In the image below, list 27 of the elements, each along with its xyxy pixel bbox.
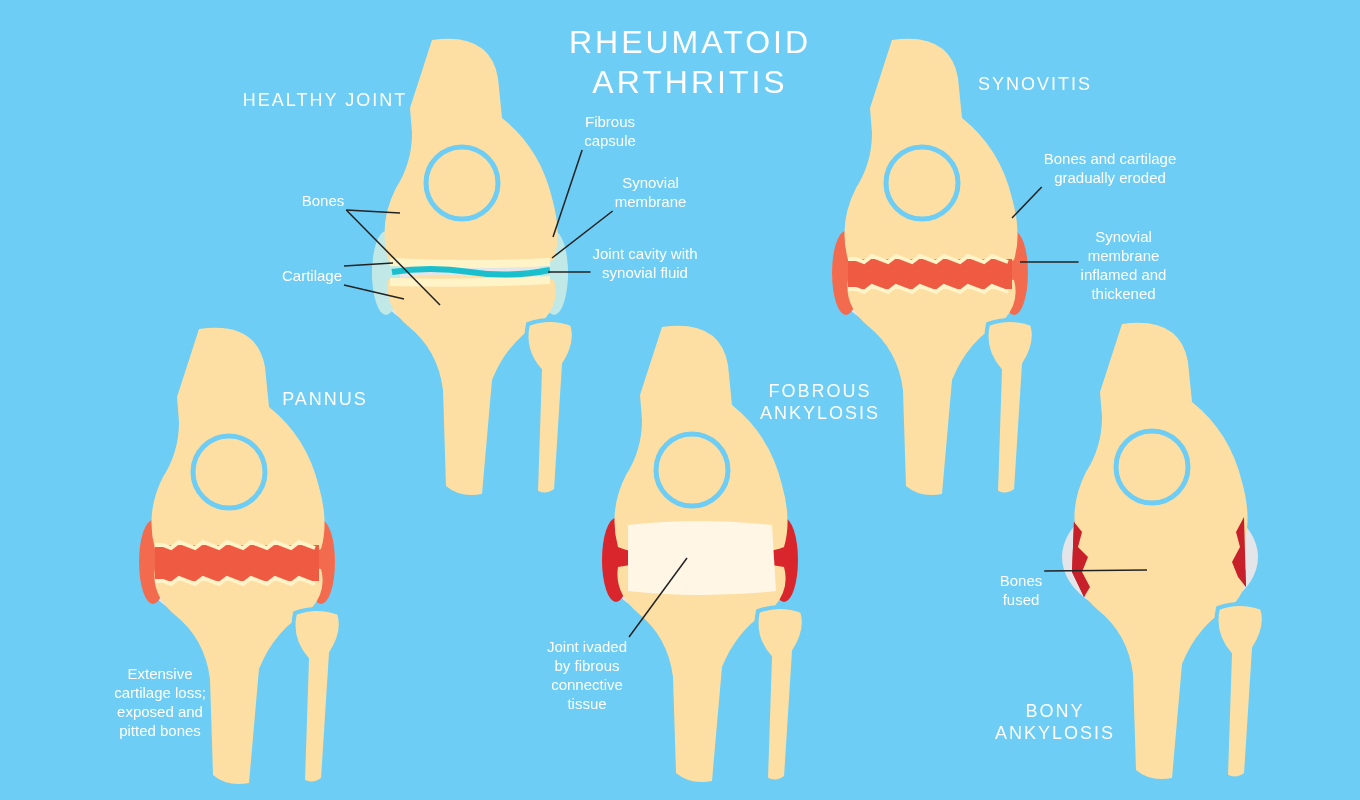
note: Extensive cartilage loss; exposed and pitted bones — [113, 664, 207, 740]
leader-line — [1043, 569, 1148, 572]
callout-label: Bones fused — [990, 571, 1052, 609]
callout-label: Fibrous capsule — [565, 112, 655, 150]
callout-label: Joint ivaded by fibrous connective tissue — [537, 637, 637, 713]
callout-label: Synovial membrane — [603, 173, 698, 211]
leader-line — [1019, 261, 1080, 263]
callout-label: Bones and cartilage gradually eroded — [1025, 149, 1195, 187]
panel-heading: FOBROUS ANKYLOSIS — [758, 380, 881, 424]
leader-line — [552, 149, 583, 238]
panel-heading: HEALTHY JOINT — [241, 89, 409, 111]
leader-line — [345, 209, 401, 214]
callout-label: Synovial membrane inflamed and thickened — [1076, 227, 1171, 303]
callout-label: Cartilage — [272, 266, 352, 285]
panel-heading: SYNOVITIS — [977, 73, 1093, 95]
leader-line — [628, 557, 688, 638]
leader-line — [1011, 186, 1043, 219]
panel-heading: PANNUS — [281, 388, 369, 410]
leader-line — [343, 284, 405, 300]
callout-label: Bones — [294, 191, 352, 210]
title: RHEUMATOID ARTHRITIS — [567, 23, 813, 102]
leader-line — [547, 271, 592, 273]
callout-label: Joint cavity with synovial fluid — [592, 244, 698, 282]
panel-heading: BONY ANKYLOSIS — [993, 700, 1116, 744]
leader-line — [551, 210, 614, 259]
leader-line — [345, 209, 441, 306]
leader-line — [343, 262, 394, 267]
